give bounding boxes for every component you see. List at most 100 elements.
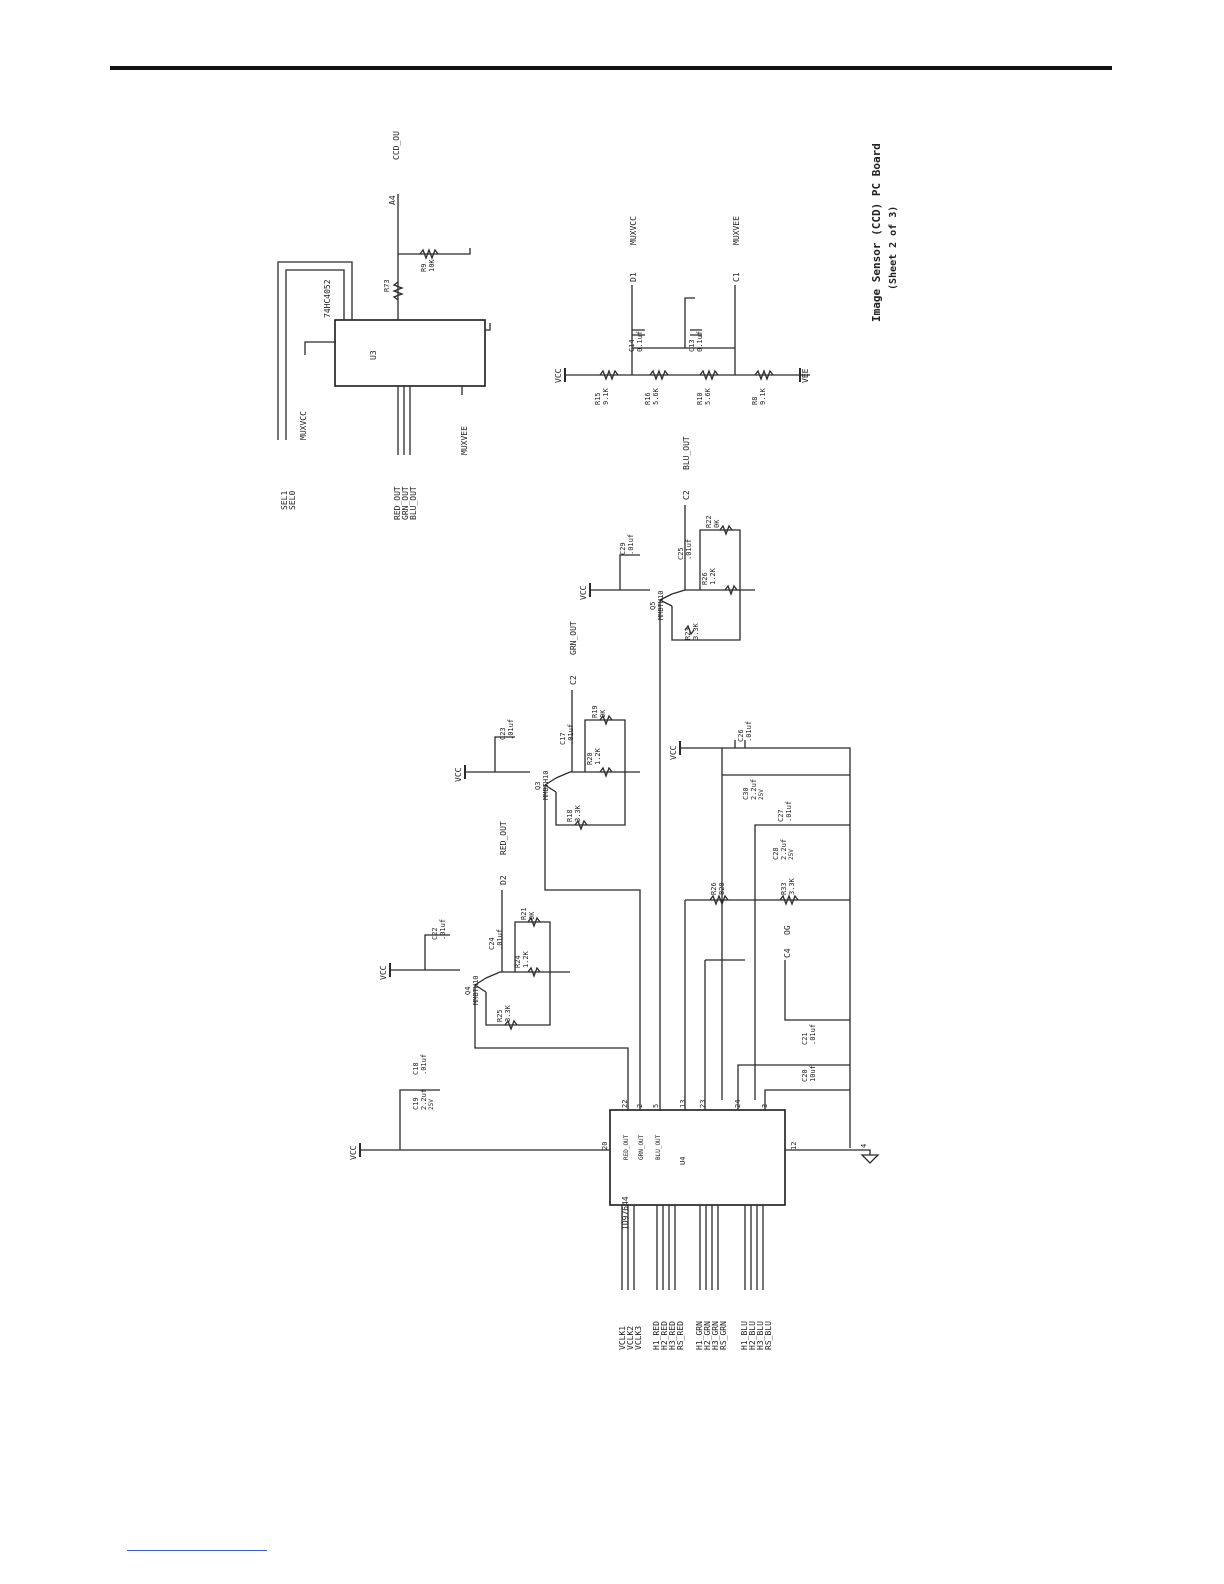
grn-out-label: GRN_OUT [569, 621, 578, 655]
r22-label: R22 [705, 515, 713, 528]
input-h2-grn: H2_GRN [703, 1321, 712, 1350]
c21-label: C21 [801, 1032, 809, 1045]
c21-wire [784, 960, 850, 1021]
r22-resistor [719, 524, 733, 536]
r8-label: R8 [751, 397, 759, 405]
r15-value: 9.1K [602, 387, 610, 405]
c20-wire [737, 1064, 850, 1100]
input-rs-blu: RS_BLU [764, 1321, 773, 1350]
r18-value: 3.3K [574, 804, 582, 822]
c20-value: 10uf [809, 1065, 817, 1082]
r9-label: R9 [420, 264, 428, 272]
q4-ref: Q4 [464, 987, 472, 995]
c24-label: C24 [488, 937, 496, 950]
r16-value: 5.6K [652, 387, 660, 405]
u4-ref-label: U4 [679, 1157, 687, 1165]
q4-red-stage: Q4 MMBTH10 C22 .01uf C24 .01uf R24 1.2K … [379, 821, 629, 1100]
input-h3-blu: H3_BLU [756, 1321, 765, 1350]
r9-value: 10K [428, 259, 436, 272]
r26q5-value: 1.2K [709, 567, 717, 585]
r73-label: R73 [383, 279, 391, 292]
q3-transistor [544, 777, 557, 793]
u4-ground-symbol [860, 1154, 880, 1164]
r8-resistor [754, 369, 774, 381]
u4-pin-22: 22 [621, 1100, 629, 1108]
r15-resistor [599, 369, 619, 381]
r20-resistor [599, 766, 613, 778]
c23-label: C23 [499, 727, 507, 740]
q3-grn-stage: Q3 MMBTH10 C23 .01uf C17 .01uf R20 1.2K … [454, 621, 641, 1100]
input-rs-grn: RS_GRN [719, 1321, 728, 1350]
title-line-1: Image Sensor (CCD) PC Board [870, 143, 883, 322]
sel1-wire [277, 261, 353, 440]
input-vclk3: VCLK3 [634, 1326, 643, 1350]
u4-pin-red-out: RED_OUT [623, 1134, 630, 1160]
u4-pin-20: 20 [601, 1142, 609, 1150]
divider-vcc-label: VCC [554, 368, 563, 383]
right-vcc-label: VCC [669, 745, 678, 760]
bottom-rule [127, 1550, 267, 1551]
q5-ref: Q5 [649, 602, 657, 610]
connector-c1: C1 [732, 272, 741, 282]
r22-value: 0K [713, 519, 721, 528]
r26b-value: 820 [718, 882, 726, 895]
vclk-wires [621, 1205, 635, 1290]
c17-label: C17 [559, 732, 567, 745]
muxvcc-label: MUXVCC [629, 216, 638, 245]
divider-vee-label: VEE [801, 368, 810, 383]
c30-label: C30 [742, 787, 750, 800]
u3-multiplexer: 74HC4052 U3 R73 R9 10K A4 CCD_OU [277, 131, 491, 520]
u3-ref-label: U3 [369, 350, 378, 360]
r26b-label: R26 [710, 882, 718, 895]
c17-value: .01uf [567, 724, 575, 745]
r25-value: 3.3K [504, 1004, 512, 1022]
connector-d2: D2 [499, 875, 508, 885]
r10-resistor [699, 369, 719, 381]
r23-resistor [684, 624, 695, 636]
grn-out-input-label: GRN_OUT [401, 486, 410, 520]
r19-value: 0K [599, 709, 607, 718]
c19-voltage: 25V [428, 1099, 435, 1110]
r20-label: R20 [586, 752, 594, 765]
c23-value: .01uf [507, 719, 515, 740]
r9-resistor [419, 248, 439, 260]
red-clock-wires [656, 1205, 676, 1290]
title-block: Image Sensor (CCD) PC Board (Sheet 2 of … [870, 143, 899, 322]
c27-label: C27 [777, 809, 785, 822]
connector-c2-blu: C2 [682, 490, 691, 500]
input-h3-grn: H3_GRN [711, 1321, 720, 1350]
u4-pin-12: 12 [790, 1142, 798, 1150]
u4-pin-grn-out: GRN_OUT [638, 1134, 645, 1160]
connector-c4: C4 [783, 948, 792, 958]
c14-plates [632, 329, 645, 336]
u4-vcc-label: VCC [349, 1145, 358, 1160]
input-h1-blu: H1_BLU [740, 1321, 749, 1350]
c25-label: C25 [677, 547, 685, 560]
q5-emitter-wire [671, 589, 755, 595]
title-line-2: (Sheet 2 of 3) [888, 206, 899, 290]
u4-pin-13: 13 [679, 1100, 687, 1108]
r10-value: 5.6K [704, 387, 712, 405]
r16-resistor [649, 369, 669, 381]
muxvee-label: MUXVEE [732, 216, 741, 245]
c19-label: C19 [412, 1097, 420, 1110]
r21-label: R21 [520, 907, 528, 920]
pin3-wire [764, 1089, 850, 1100]
r23-value: 3.3K [692, 622, 700, 640]
r33-resistor [779, 894, 799, 906]
clock-input-labels: VCLK1 VCLK2 VCLK3 H1_RED H2_RED H3_RED R… [618, 1321, 773, 1350]
input-vclk1: VCLK1 [618, 1326, 627, 1350]
u4-ground-wire [785, 1149, 871, 1155]
q5-transistor [659, 593, 673, 607]
c28-label: C28 [772, 847, 780, 860]
right-ground-rail [680, 747, 851, 1148]
r25-resistor [504, 1019, 518, 1031]
c13-label: C13 [688, 339, 696, 352]
q4-transistor [474, 977, 487, 993]
u3-ground-wire [485, 323, 491, 331]
r24-label: R24 [514, 955, 522, 968]
connector-c2-grn: C2 [569, 675, 578, 685]
c18-c19-wire [399, 1089, 440, 1150]
